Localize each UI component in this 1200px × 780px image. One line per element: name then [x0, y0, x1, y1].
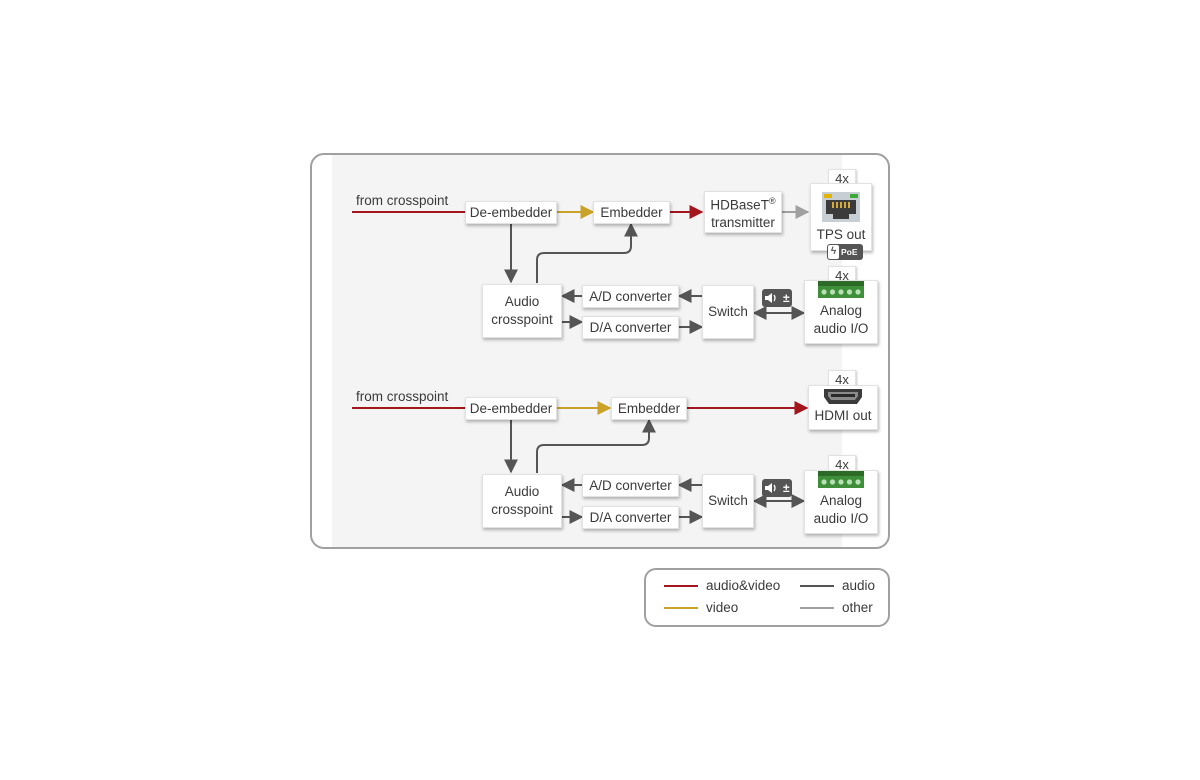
lower-da-converter: D/A converter — [582, 506, 679, 529]
hdmi-count-badge: 4x — [828, 370, 856, 388]
lower-ad-converter: A/D converter — [582, 474, 679, 497]
upper-deembedder: De-embedder — [465, 201, 557, 224]
legend-label-video: video — [706, 600, 739, 615]
lower-input-label: from crosspoint — [356, 389, 449, 404]
legend-swatch-audio-video — [664, 584, 698, 587]
hdmi-out-label: HDMI out — [814, 408, 872, 423]
poe-bolt-icon: ϟ — [828, 245, 839, 259]
upper-audio-crosspoint-line1: Audio — [504, 294, 540, 309]
terminal-block-icon — [818, 281, 864, 298]
rj45-port-icon — [822, 192, 860, 222]
legend-label-other: other — [842, 600, 873, 615]
wire-lower-axp-emb — [536, 418, 656, 473]
speaker-icon — [765, 483, 776, 493]
transmitter-title: HDBaseT® — [710, 192, 775, 215]
hdmi-out-port: HDMI out — [808, 385, 878, 430]
upper-switch: Switch — [702, 285, 754, 339]
tps-out-label: TPS out — [816, 227, 866, 242]
diagram-frame: from crosspoint De-embedder Embedder HDB… — [310, 153, 890, 549]
upper-analog-audio-io: Analog audio I/O — [804, 280, 878, 344]
volume-plusminus-icon: ± — [783, 291, 790, 305]
lower-audio-crosspoint: Audio crosspoint — [482, 474, 562, 528]
upper-audio-crosspoint-line2: crosspoint — [491, 312, 553, 327]
lower-audio-crosspoint-line2: crosspoint — [491, 502, 553, 517]
legend: audio&video audio video other — [644, 568, 890, 627]
upper-analog-line2: audio I/O — [813, 321, 869, 336]
legend-swatch-other — [800, 606, 834, 609]
upper-audio-crosspoint: Audio crosspoint — [482, 284, 562, 338]
lower-analog-line2: audio I/O — [813, 511, 869, 526]
legend-swatch-video — [664, 606, 698, 609]
upper-analog-count-badge: 4x — [828, 266, 856, 284]
volume-plusminus-icon: ± — [783, 481, 790, 495]
legend-item-other: other — [800, 600, 873, 615]
speaker-volume-icon: ± — [762, 479, 792, 497]
terminal-block-icon — [818, 471, 864, 488]
poe-icon: ϟ PoE — [827, 244, 863, 260]
hdmi-port-icon — [824, 389, 862, 404]
tps-out-port: TPS out — [810, 183, 872, 251]
lower-analog-audio-io: Analog audio I/O — [804, 470, 878, 534]
poe-label: PoE — [841, 247, 858, 257]
transmitter-reg-mark: ® — [768, 195, 776, 206]
transmitter-line1: HDBaseT — [710, 197, 769, 213]
upper-ad-converter: A/D converter — [582, 285, 679, 308]
upper-analog-line1: Analog — [819, 303, 863, 318]
legend-item-video: video — [664, 600, 738, 615]
legend-item-audio-video: audio&video — [664, 578, 780, 593]
upper-input-label: from crosspoint — [356, 193, 449, 208]
hdbaset-transmitter: HDBaseT® transmitter — [704, 191, 782, 233]
speaker-volume-icon: ± — [762, 289, 792, 307]
lower-deembedder: De-embedder — [465, 397, 557, 420]
wire-upper-axp-emb — [536, 222, 638, 283]
lower-embedder: Embedder — [611, 397, 687, 420]
lower-analog-line1: Analog — [819, 493, 863, 508]
legend-item-audio: audio — [800, 578, 875, 593]
upper-embedder: Embedder — [593, 201, 670, 224]
speaker-icon — [765, 293, 776, 303]
signal-wires — [352, 205, 810, 524]
legend-label-audio-video: audio&video — [706, 578, 781, 593]
transmitter-line2: transmitter — [711, 215, 775, 231]
legend-label-audio: audio — [842, 578, 876, 593]
lower-audio-crosspoint-line1: Audio — [504, 484, 540, 499]
legend-swatch-audio — [800, 584, 834, 587]
upper-da-converter: D/A converter — [582, 316, 679, 339]
lower-switch: Switch — [702, 474, 754, 528]
